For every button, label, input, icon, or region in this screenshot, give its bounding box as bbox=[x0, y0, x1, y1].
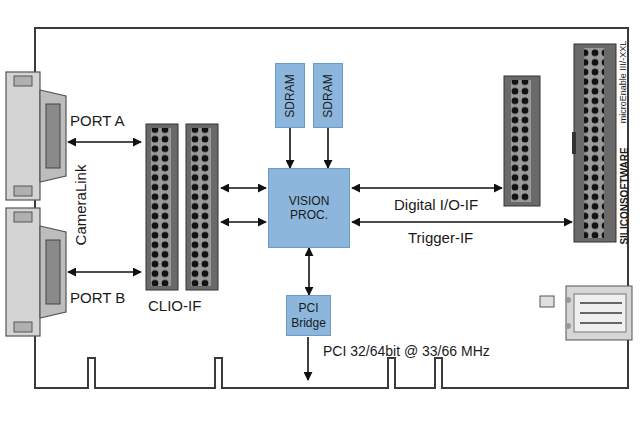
signal-arrow bbox=[68, 142, 572, 380]
bracket-connector bbox=[540, 286, 632, 340]
node-text: VISION PROC. bbox=[283, 194, 335, 223]
pin-header bbox=[572, 44, 616, 242]
port-label: PORT A bbox=[70, 113, 124, 130]
node-text: SDRAM bbox=[283, 74, 297, 117]
memory-chip: SDRAM bbox=[313, 63, 343, 128]
pin-header bbox=[146, 124, 218, 290]
bus-arrow bbox=[327, 128, 329, 168]
node-text: PCI Bridge bbox=[290, 301, 327, 330]
brand-name: SILICONSOFTWARE bbox=[619, 147, 630, 244]
bridge-chip: PCI Bridge bbox=[286, 295, 331, 336]
board-outline bbox=[35, 28, 628, 388]
interface-label: Digital I/O-IF bbox=[394, 197, 478, 214]
interface-label: CLIO-IF bbox=[148, 298, 201, 315]
bus-arrow bbox=[308, 248, 310, 295]
pin-header bbox=[504, 76, 540, 206]
cameralink-connector bbox=[6, 72, 66, 200]
memory-chip: SDRAM bbox=[275, 63, 305, 128]
connector-label: CameraLink bbox=[73, 165, 90, 246]
product-name: microEnable III/-XXL bbox=[619, 41, 629, 124]
bus-label: PCI 32/64bit @ 33/66 MHz bbox=[323, 344, 490, 359]
node-text: SDRAM bbox=[321, 74, 335, 117]
bus-arrow bbox=[289, 128, 291, 168]
interface-label: Trigger-IF bbox=[408, 230, 473, 247]
cameralink-connector bbox=[6, 208, 66, 336]
port-label: PORT B bbox=[70, 290, 125, 307]
processor-box: VISION PROC. bbox=[268, 168, 350, 248]
